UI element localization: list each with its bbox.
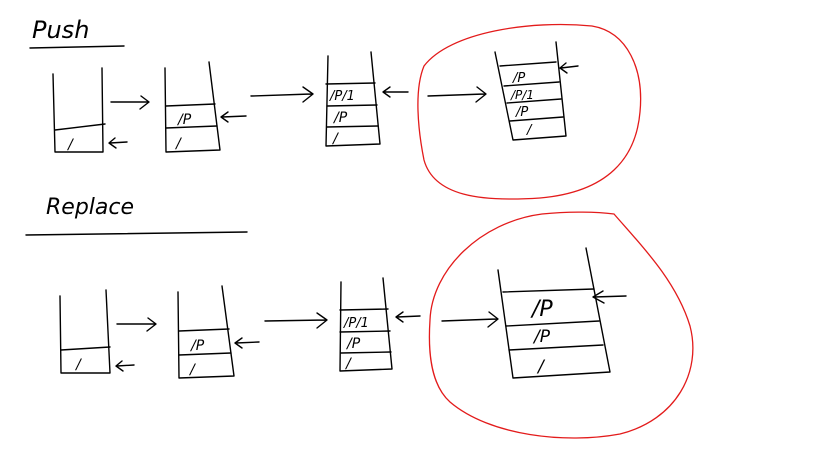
- stack-cell: /: [174, 136, 182, 152]
- push-heading-underline: [29, 45, 125, 49]
- replace-heading: Replace: [46, 195, 134, 220]
- stack-cell: /P/1: [329, 89, 355, 104]
- transition-arrow: [110, 95, 150, 110]
- stack-cell: /P: [530, 297, 553, 322]
- stack-cell: /P: [345, 336, 361, 352]
- stack-cell: /P: [176, 112, 192, 128]
- stack-cell: /P/1: [343, 316, 369, 331]
- highlight-circle: [417, 23, 642, 200]
- transition-arrow: [250, 86, 314, 103]
- highlight-circle: [428, 211, 694, 439]
- push-heading: Push: [32, 16, 89, 44]
- replace-stack-4: /P /P /: [497, 247, 611, 379]
- stack-cell: /P: [515, 105, 528, 120]
- stack-cell: /P/1: [510, 88, 534, 102]
- pointer-arrow: [234, 337, 260, 349]
- pointer-arrow: [382, 86, 409, 98]
- stack-cell: /P: [332, 110, 348, 126]
- transition-arrow: [264, 312, 328, 329]
- replace-stack-2: /P /: [177, 285, 235, 379]
- pointer-arrow: [115, 360, 135, 372]
- pointer-arrow: [108, 137, 128, 149]
- push-stack-4: /P /P/1 /P /: [494, 41, 567, 141]
- stack-cell: /: [536, 357, 546, 377]
- stack-cell: /: [188, 362, 196, 378]
- replace-stack-3: /P/1 /P /: [339, 277, 393, 372]
- stack-cell: /: [74, 357, 82, 373]
- stack-cell: /: [331, 131, 339, 147]
- stack-cell: /P: [189, 338, 205, 354]
- replace-stack-1: /: [59, 289, 111, 374]
- push-stack-3: /P/1 /P /: [325, 51, 381, 147]
- stack-cell: /: [526, 123, 533, 138]
- stack-cell: /P: [532, 327, 551, 347]
- transition-arrow: [427, 86, 487, 103]
- pointer-arrow: [395, 311, 421, 323]
- transition-arrow: [441, 311, 499, 328]
- push-stack-2: /P /: [164, 61, 221, 153]
- stack-cell: /P: [512, 71, 525, 86]
- stack-cell: /: [344, 356, 352, 372]
- pointer-arrow: [592, 290, 627, 304]
- stack-cell: /: [66, 137, 74, 153]
- push-stack-1: /: [52, 67, 106, 153]
- pointer-arrow: [559, 62, 579, 74]
- replace-heading-underline: [25, 231, 248, 236]
- transition-arrow: [116, 317, 157, 332]
- pointer-arrow: [220, 111, 247, 123]
